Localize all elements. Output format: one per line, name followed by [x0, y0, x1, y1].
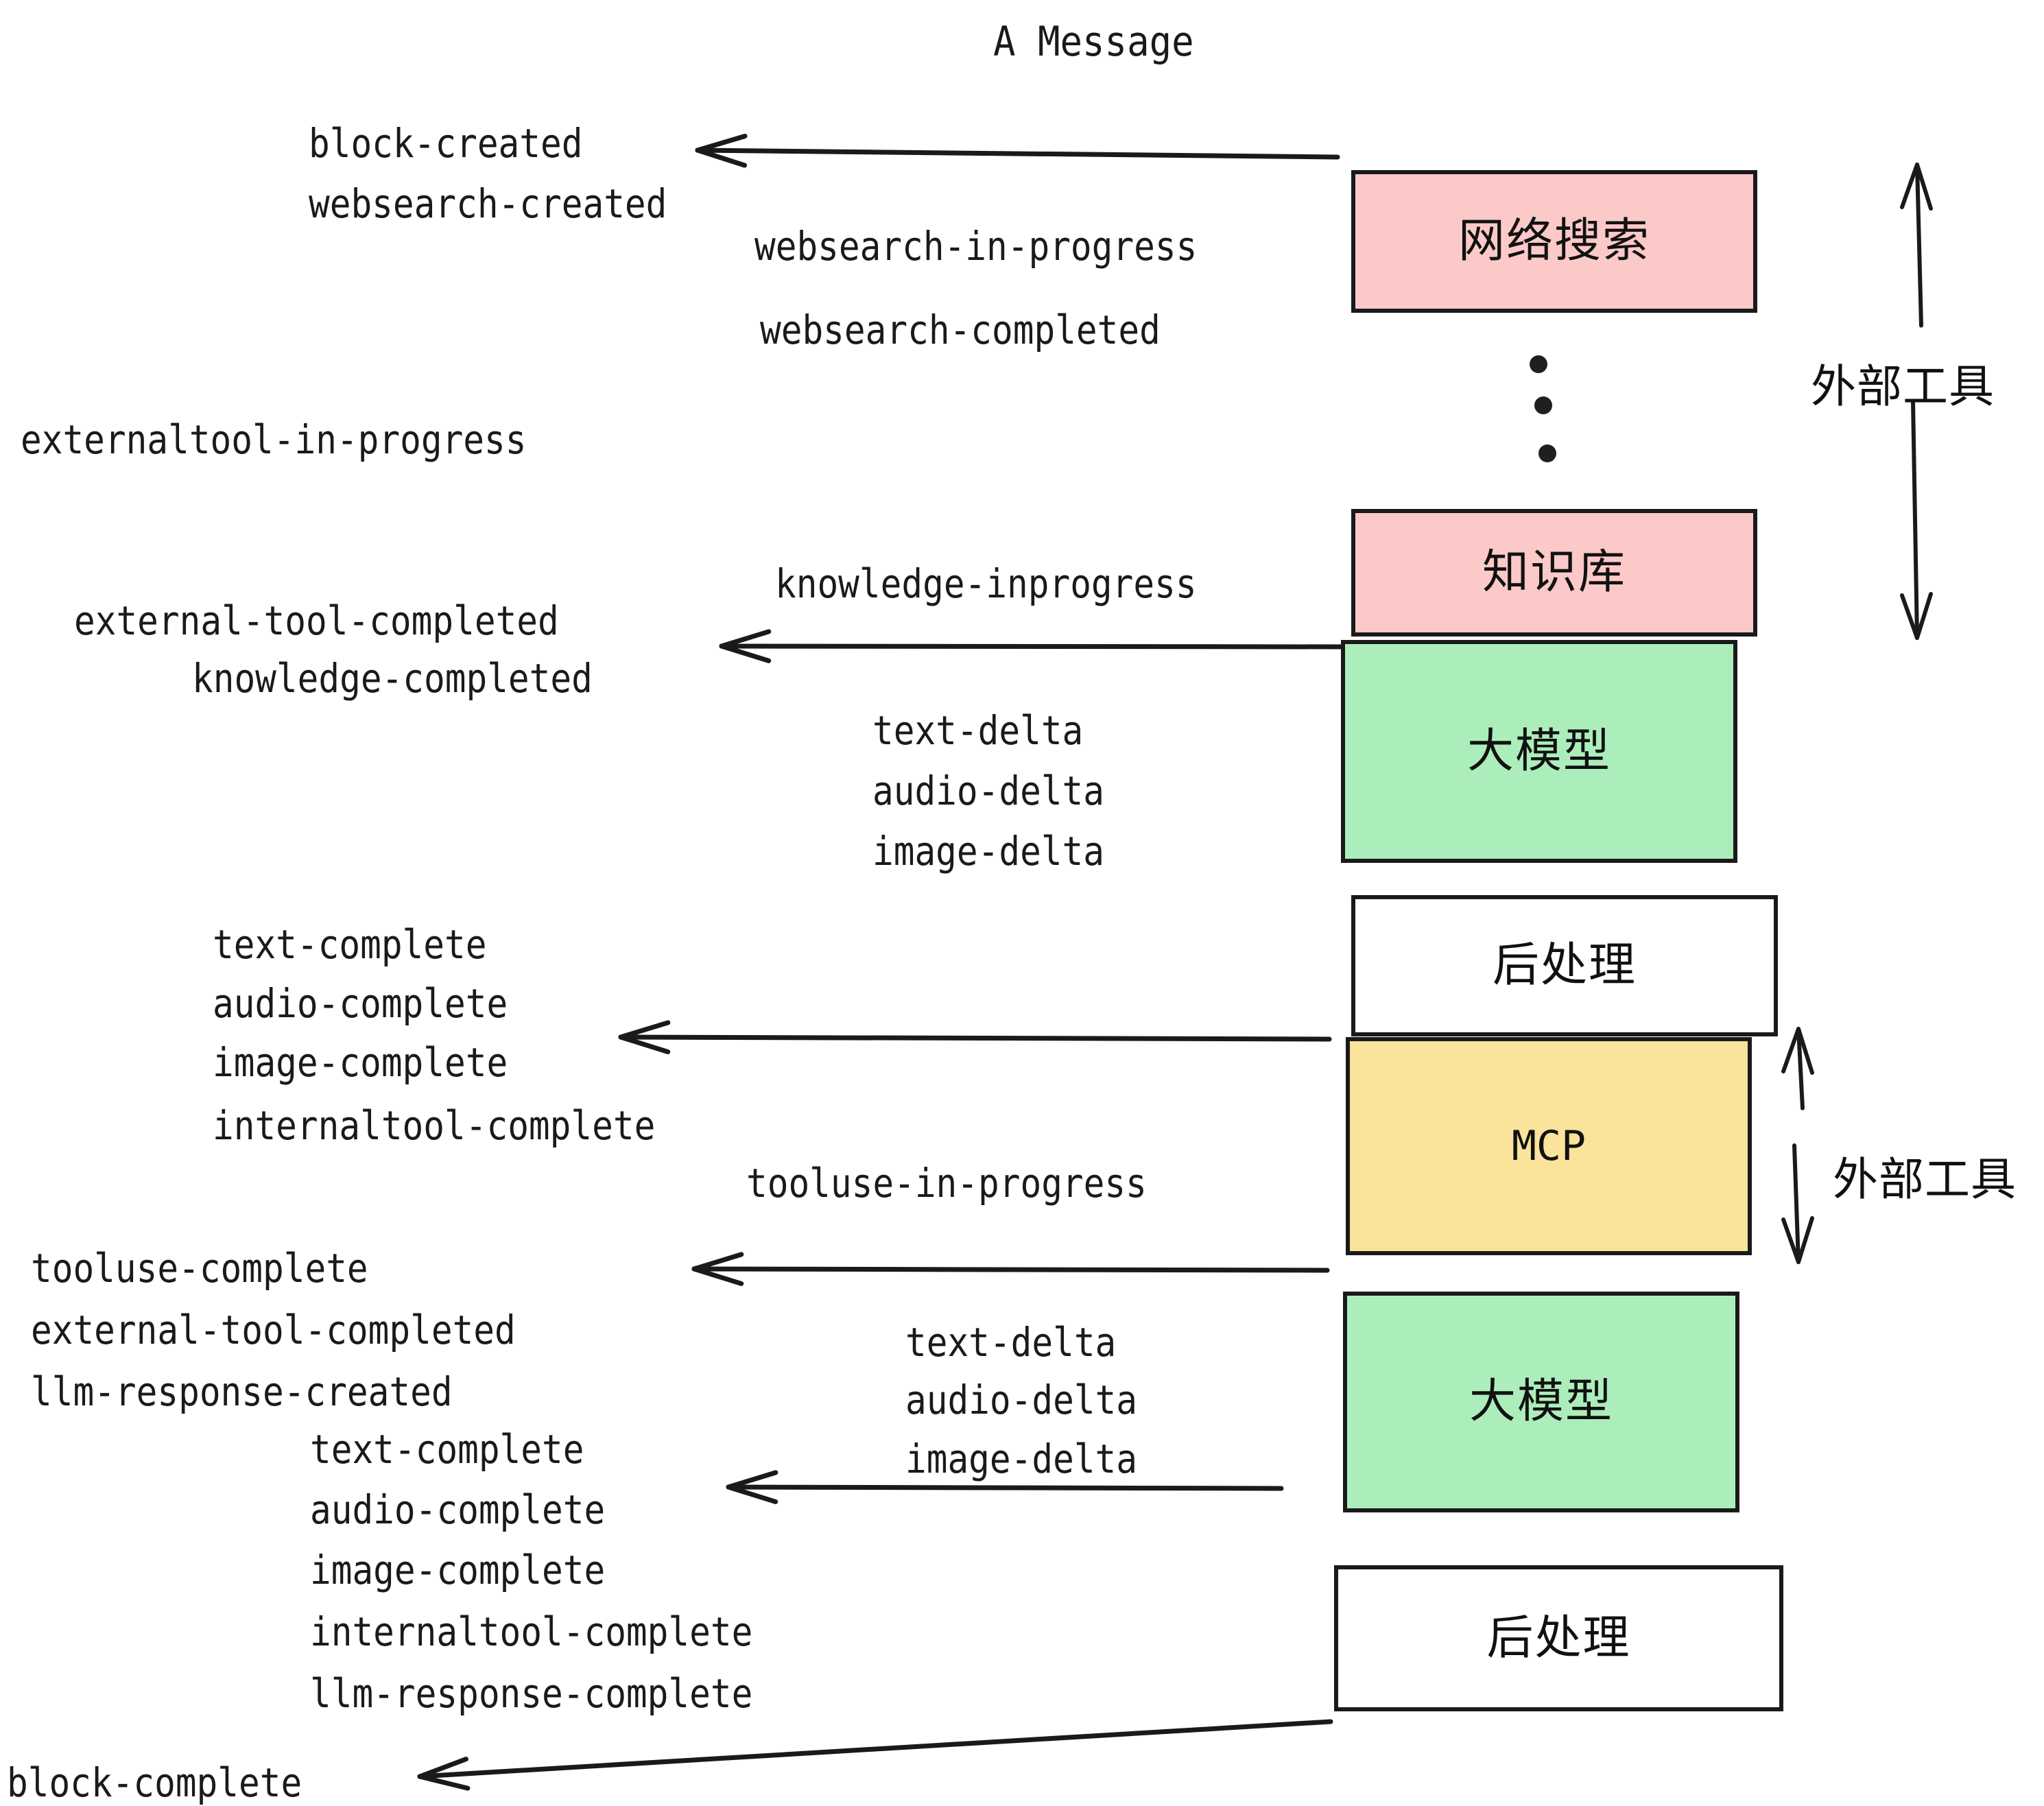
event-label-block-complete: block-complete — [7, 1759, 302, 1806]
event-label-block-created: block-created — [309, 120, 583, 167]
arrow-arrow-audio-complete — [726, 1470, 1284, 1504]
event-label-image-complete-1: image-complete — [213, 1039, 508, 1086]
box-postprocess-2: 后处理 — [1334, 1565, 1783, 1711]
arrow-arrow-image-complete — [618, 1020, 1332, 1054]
event-label-text-delta-1: text-delta — [872, 707, 1084, 754]
arrow-arrow-block-created — [695, 133, 1340, 168]
event-label-knowledge-inprogress: knowledge-inprogress — [775, 560, 1197, 607]
box-mcp: MCP — [1346, 1037, 1752, 1255]
event-label-llm-response-created: llm-response-created — [31, 1368, 453, 1415]
event-label-image-delta-1: image-delta — [872, 828, 1105, 875]
box-label-mcp: MCP — [1511, 1122, 1587, 1170]
box-websearch: 网络搜索 — [1351, 170, 1757, 313]
event-label-websearch-completed: websearch-completed — [760, 307, 1161, 353]
event-label-knowledge-completed: knowledge-completed — [192, 655, 593, 702]
group-label-external-tools-bottom: 外部工具 — [1833, 1153, 2017, 1206]
ellipsis-dot-icon — [1538, 444, 1556, 462]
ellipsis-dot-icon — [1530, 355, 1547, 373]
box-label-llm-1: 大模型 — [1466, 724, 1611, 779]
bidirectional-external-tools-arrow-top — [1900, 163, 1933, 640]
event-label-image-complete-2: image-complete — [310, 1547, 606, 1593]
box-label-postprocess-2: 后处理 — [1486, 1611, 1631, 1665]
box-label-llm-2: 大模型 — [1469, 1375, 1613, 1429]
arrow-arrow-tooluse-done — [691, 1252, 1330, 1286]
event-label-tooluse-in-progress: tooluse-in-progress — [746, 1160, 1147, 1207]
event-label-audio-complete-2: audio-complete — [310, 1486, 606, 1533]
event-label-image-delta-2: image-delta — [905, 1436, 1138, 1482]
event-label-text-complete-1: text-complete — [213, 921, 487, 968]
box-knowledge: 知识库 — [1351, 509, 1757, 637]
event-label-external-tool-completed-1: external-tool-completed — [74, 597, 559, 644]
group-label-external-tools-top: 外部工具 — [1811, 360, 1995, 413]
event-label-audio-complete-1: audio-complete — [213, 980, 508, 1027]
arrow-arrow-block-complete — [417, 1719, 1333, 1791]
event-label-tooluse-complete: tooluse-complete — [31, 1245, 368, 1292]
event-label-text-complete-2: text-complete — [310, 1426, 584, 1473]
bidirectional-external-tools-arrow-bottom — [1781, 1027, 1814, 1264]
arrow-arrow-knowledge-done — [719, 629, 1348, 663]
event-label-websearch-in-progress: websearch-in-progress — [754, 223, 1198, 270]
event-label-internaltool-complete-2: internaltool-complete — [310, 1608, 753, 1655]
ellipsis-dot-icon — [1534, 396, 1552, 414]
box-label-postprocess-1: 后处理 — [1492, 938, 1637, 993]
event-label-external-tool-completed-2: external-tool-completed — [31, 1307, 516, 1353]
event-label-audio-delta-2: audio-delta — [905, 1377, 1138, 1423]
box-llm-1: 大模型 — [1341, 640, 1737, 863]
event-label-websearch-created: websearch-created — [309, 180, 667, 227]
box-postprocess-1: 后处理 — [1351, 895, 1778, 1036]
event-label-audio-delta-1: audio-delta — [872, 768, 1105, 814]
box-label-knowledge: 知识库 — [1482, 545, 1626, 599]
diagram-title: A Message — [993, 18, 1194, 66]
event-label-text-delta-2: text-delta — [905, 1319, 1117, 1366]
box-label-websearch: 网络搜索 — [1458, 214, 1650, 268]
event-label-internaltool-complete-1: internaltool-complete — [213, 1102, 656, 1149]
event-label-llm-response-complete: llm-response-complete — [310, 1670, 753, 1717]
event-label-externaltool-in-progress: externaltool-in-progress — [21, 416, 527, 463]
box-llm-2: 大模型 — [1343, 1292, 1739, 1512]
